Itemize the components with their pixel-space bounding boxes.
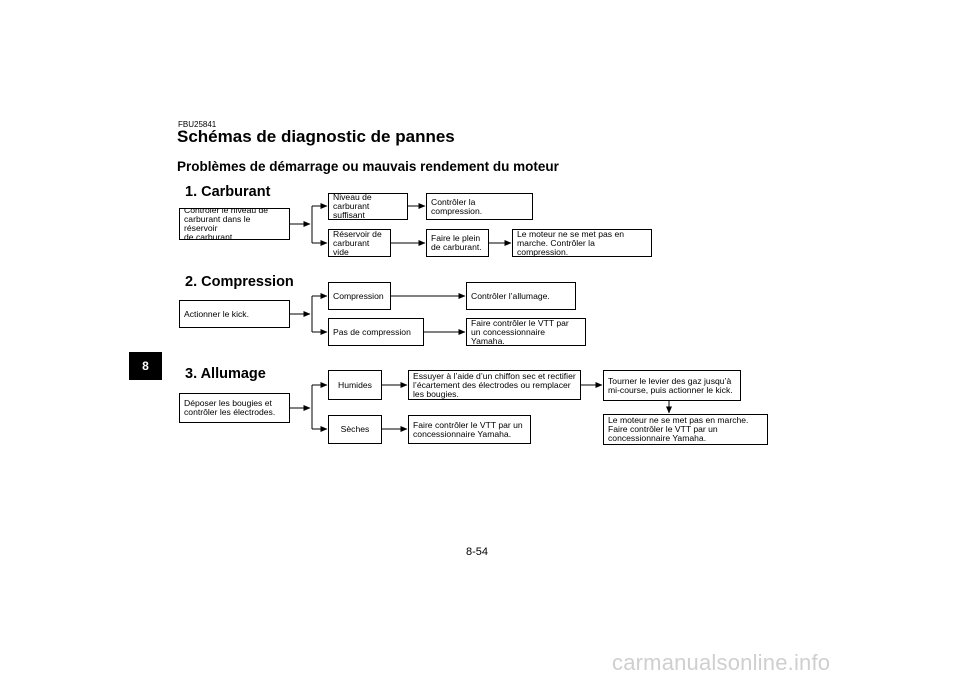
flow-box-allumage-dry: Sèches	[328, 415, 382, 444]
watermark: carmanualsonline.info	[612, 650, 831, 675]
chapter-tab: 8	[129, 352, 162, 380]
flow-box-carburant-empty-action: Faire le plein de carburant.	[426, 229, 489, 257]
flow-box-allumage-wet-action: Essuyer à l’aide d’un chiffon sec et rec…	[408, 370, 581, 400]
flow-box-compression-ok-result: Contrôler l’allumage.	[466, 282, 576, 310]
page-number: 8-54	[466, 546, 489, 558]
flow-box-allumage-dry-result: Faire contrôler le VTT par un concession…	[408, 415, 531, 444]
flow-box-carburant-ok-result: Contrôler la compression.	[426, 193, 533, 220]
section-heading-allumage: 3. Allumage	[185, 366, 266, 382]
section-heading-compression: 2. Compression	[185, 274, 294, 290]
flow-box-allumage-wet: Humides	[328, 370, 382, 400]
flow-box-allumage-start: Déposer les bougies et contrôler les éle…	[179, 393, 290, 423]
flow-box-carburant-ok: Niveau de carburant suffisant	[328, 193, 408, 220]
flow-box-compression-none-result: Faire contrôler le VTT par un concession…	[466, 318, 586, 346]
flow-box-carburant-empty: Réservoir de carburant vide	[328, 229, 391, 257]
section-heading-carburant: 1. Carburant	[185, 184, 271, 200]
flow-box-allumage-wet-result: Le moteur ne se met pas en marche. Faire…	[603, 414, 768, 445]
page-subtitle: Problèmes de démarrage ou mauvais rendem…	[177, 159, 559, 174]
flow-box-carburant-empty-result: Le moteur ne se met pas en marche. Contr…	[512, 229, 652, 257]
flow-box-carburant-start: Contrôler le niveau de carburant dans le…	[179, 208, 290, 240]
page-title: Schémas de diagnostic de pannes	[177, 127, 455, 146]
flow-box-compression-ok: Compression	[328, 282, 391, 310]
flow-box-compression-start: Actionner le kick.	[179, 300, 290, 328]
document-code: FBU25841	[178, 120, 217, 129]
flow-box-compression-none: Pas de compression	[328, 318, 424, 346]
flow-box-allumage-wet-next: Tourner le levier des gaz jusqu’à mi-cou…	[603, 370, 741, 401]
